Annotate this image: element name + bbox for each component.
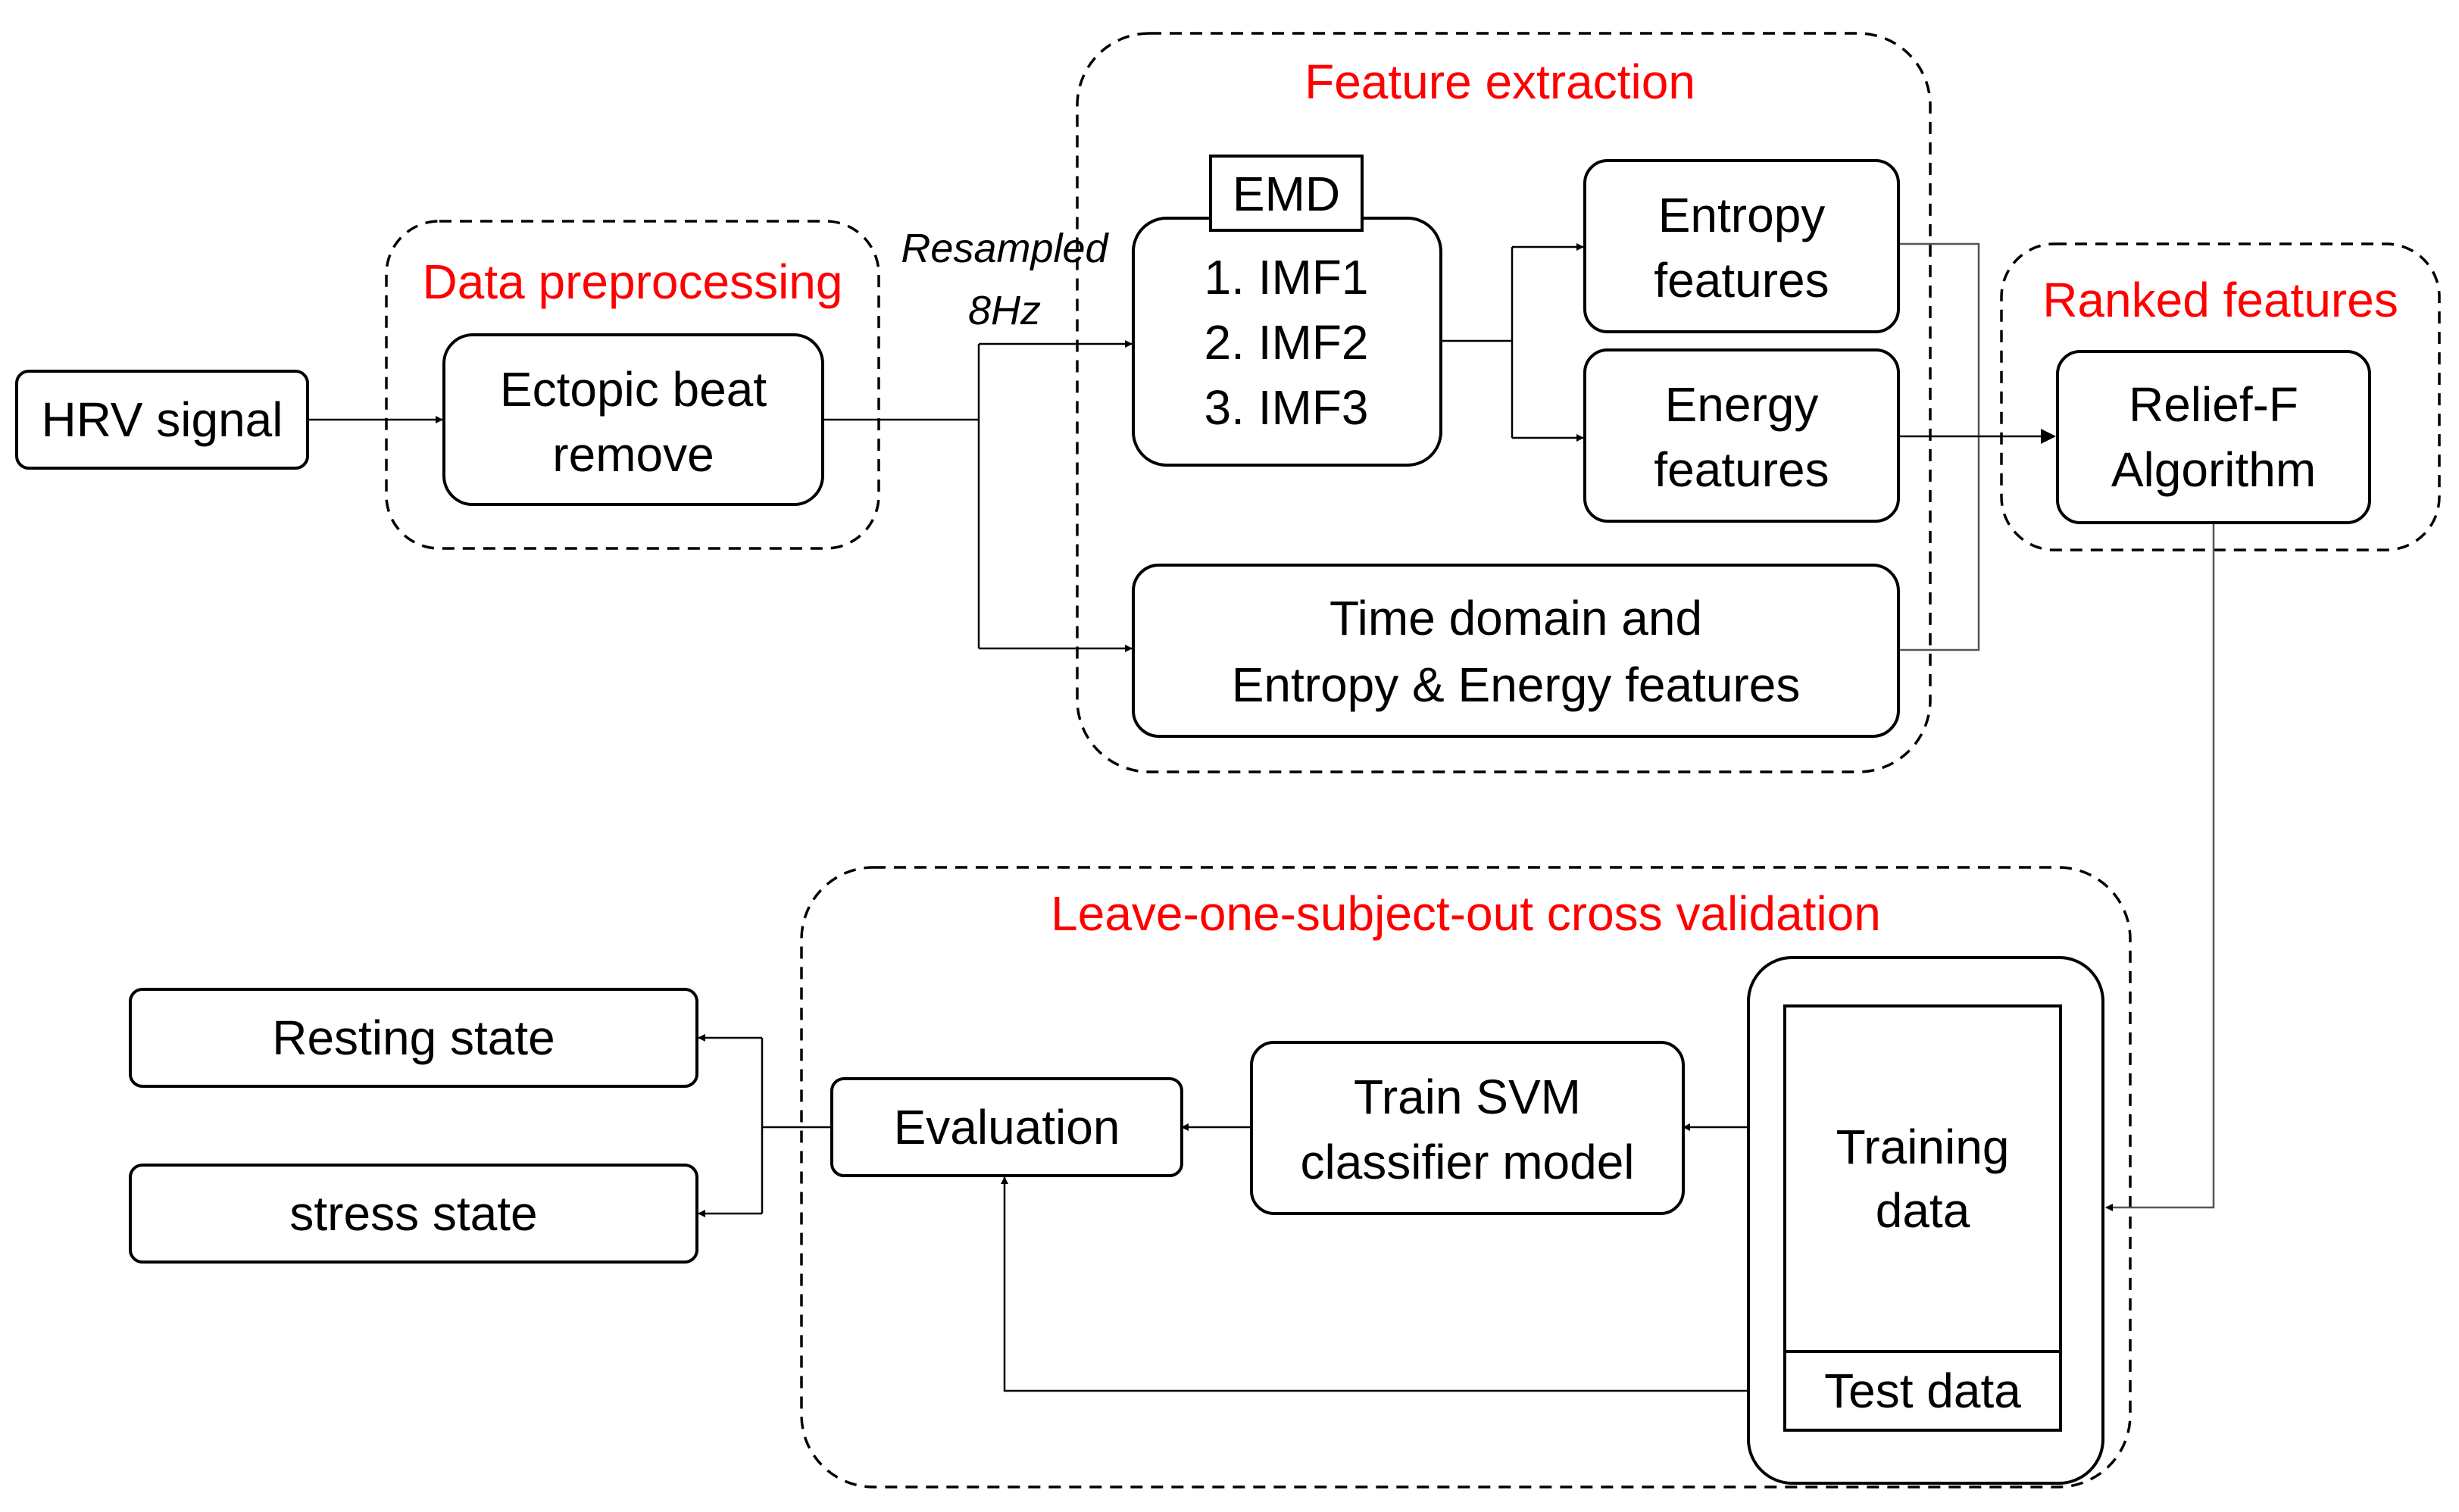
training-data-box bbox=[1783, 1004, 2062, 1353]
hrv-signal-box bbox=[15, 370, 309, 470]
time-domain-label-2: Entropy & Energy features bbox=[1232, 658, 1801, 712]
preprocessing-title: Data preprocessing bbox=[423, 255, 843, 309]
resting-state-box bbox=[129, 988, 698, 1088]
resting-state-label: Resting state bbox=[272, 1011, 555, 1065]
ranked-features-title: Ranked features bbox=[2042, 273, 2398, 327]
hrv-signal-label: HRV signal bbox=[42, 392, 283, 447]
emd-title-box bbox=[1209, 155, 1364, 232]
stress-state-box bbox=[129, 1164, 698, 1264]
time-domain-label-1: Time domain and bbox=[1329, 591, 1702, 645]
test-to-evaluation-arrow bbox=[1001, 1176, 1785, 1392]
feature-extraction-group bbox=[1076, 32, 1932, 773]
ranked-features-group bbox=[2000, 242, 2441, 551]
entropy-features-box bbox=[1583, 159, 1900, 333]
time-domain-box bbox=[1132, 564, 1900, 738]
emd-item-3: 3. IMF3 bbox=[1205, 380, 1369, 435]
training-label-1: Training bbox=[1836, 1120, 2010, 1174]
emd-item-2: 2. IMF2 bbox=[1205, 315, 1369, 370]
emd-item-1: 1. IMF1 bbox=[1205, 250, 1369, 305]
entropy-label-2: features bbox=[1654, 253, 1829, 308]
feature-extraction-title: Feature extraction bbox=[1304, 55, 1695, 109]
ectopic-beat-box bbox=[442, 333, 824, 506]
cross-validation-group bbox=[800, 866, 2132, 1489]
relief-label-2: Algorithm bbox=[2111, 442, 2316, 497]
evaluation-label: Evaluation bbox=[894, 1100, 1120, 1154]
preprocessing-group bbox=[385, 220, 880, 550]
training-label-2: data bbox=[1876, 1183, 1970, 1238]
emd-title: EMD bbox=[1233, 167, 1340, 221]
energy-features-box bbox=[1583, 348, 1900, 523]
resampled-label-1: Resampled bbox=[901, 226, 1109, 271]
resampled-label-2: 8Hz bbox=[968, 288, 1041, 333]
energy-label-1: Energy bbox=[1665, 377, 1819, 432]
energy-label-2: features bbox=[1654, 442, 1829, 497]
ectopic-label-1: Ectopic beat bbox=[500, 362, 767, 417]
test-data-label: Test data bbox=[1824, 1364, 2021, 1418]
entropy-to-collector-line bbox=[1898, 242, 1980, 651]
svm-label-1: Train SVM bbox=[1354, 1070, 1581, 1124]
stress-state-label: stress state bbox=[289, 1186, 537, 1241]
ectopic-label-2: remove bbox=[552, 427, 714, 482]
relief-label-1: Relief-F bbox=[2129, 377, 2298, 432]
cross-validation-title: Leave-one-subject-out cross validation bbox=[1051, 886, 1881, 941]
svm-label-2: classifier model bbox=[1300, 1135, 1634, 1189]
train-svm-box bbox=[1250, 1041, 1685, 1215]
evaluation-box bbox=[830, 1077, 1183, 1177]
relief-f-box bbox=[2056, 350, 2371, 524]
relief-to-training-arrow bbox=[2105, 523, 2215, 1211]
test-data-box bbox=[1783, 1350, 2062, 1432]
entropy-label-1: Entropy bbox=[1658, 188, 1826, 242]
